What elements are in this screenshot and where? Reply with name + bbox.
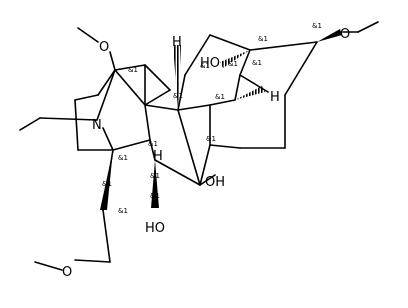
atom-labels: O O N HO OH HO O H H H bbox=[62, 27, 350, 280]
stereo-label: &1 bbox=[128, 66, 138, 74]
stereo-label: &1 bbox=[118, 154, 128, 162]
wedge-bond bbox=[100, 150, 113, 210]
stereo-label: &1 bbox=[200, 62, 210, 70]
stereo-label: &1 bbox=[215, 93, 225, 101]
atom-O-right-methoxy: O bbox=[340, 27, 350, 42]
stereo-label: &1 bbox=[312, 22, 322, 30]
stereo-bonds bbox=[100, 29, 342, 210]
stereo-label: &1 bbox=[258, 35, 268, 43]
atom-N: N bbox=[92, 118, 102, 133]
stereo-label: &1 bbox=[173, 92, 183, 100]
stereo-label: &1 bbox=[148, 140, 158, 148]
hashed-bond bbox=[220, 50, 250, 68]
stereo-label: &1 bbox=[206, 135, 216, 143]
stereo-label: &1 bbox=[102, 180, 112, 188]
atom-HO-lower: HO bbox=[145, 221, 165, 236]
stereo-label: &1 bbox=[228, 60, 238, 68]
stereo-label: &1 bbox=[150, 192, 160, 200]
atom-H-right: H bbox=[270, 90, 280, 105]
atom-O-bottom-methoxy: O bbox=[62, 265, 72, 280]
atom-O-top-methoxy: O bbox=[99, 40, 109, 55]
atom-OH-middle: OH bbox=[205, 175, 225, 190]
stereo-label: &1 bbox=[118, 207, 128, 215]
atom-HO-upper: HO bbox=[200, 56, 220, 71]
stereo-label: &1 bbox=[150, 172, 160, 180]
bond-lines bbox=[19, 21, 379, 271]
wedge-bond bbox=[151, 160, 159, 208]
wedge-bond bbox=[317, 29, 342, 42]
stereo-annotations: &1 &1 &1 &1 &1 &1 &1 &1 &1 &1 &1 &1 &1 &… bbox=[102, 22, 322, 215]
atom-H-lower: H bbox=[153, 149, 163, 164]
hashed-bond bbox=[173, 45, 181, 110]
stereo-label: &1 bbox=[252, 59, 262, 67]
hashed-bond bbox=[235, 86, 265, 100]
atom-H-top: H bbox=[172, 35, 182, 50]
